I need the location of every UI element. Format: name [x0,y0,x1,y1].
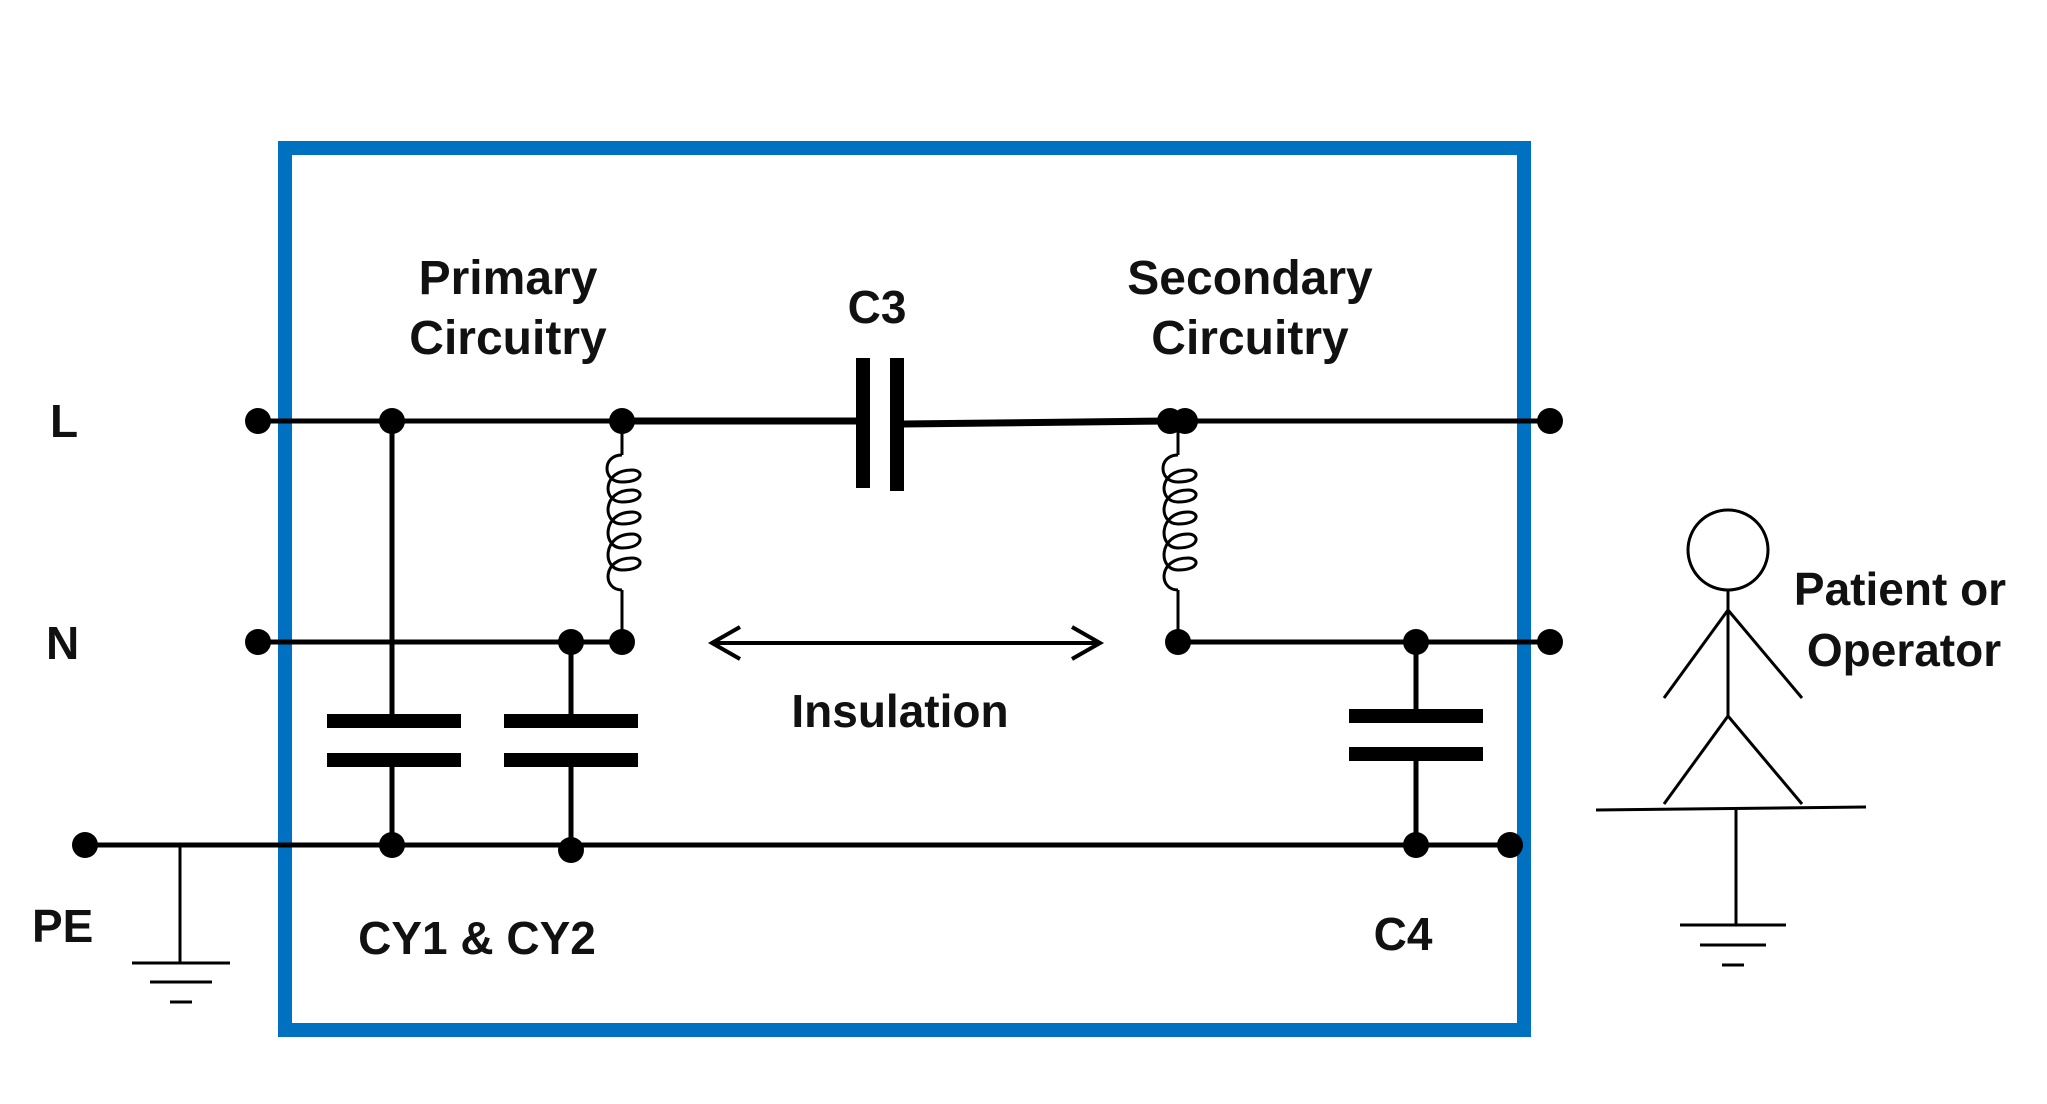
patient-figure-icon [1662,508,1804,805]
primary-circuitry-label-1: Primary [419,252,598,305]
cy1-capacitor [327,421,461,845]
patient-ground-icon [1680,923,1786,967]
c3-plate-left [856,358,870,488]
equipment-enclosure [278,141,1531,1037]
c3-right-wire [902,417,1171,428]
primary-circuitry-label-2: Circuitry [409,312,607,365]
insulation-label: Insulation [791,685,1008,737]
secondary-circuitry-label-1: Secondary [1127,252,1373,305]
insulation-arrow-icon [707,625,1105,661]
cy2-capacitor [504,642,638,850]
c4-label: C4 [1374,908,1433,960]
label-n: N [46,617,79,669]
c3-plate-right [890,358,904,491]
floor-line [1595,805,1867,812]
secondary-coil-icon [1161,421,1198,642]
label-l: L [50,395,78,447]
patient-operator-label-1: Patient or [1794,563,2006,615]
pe-ground-icon [132,961,230,1004]
junction-dots [72,408,1563,863]
primary-coil-icon [605,421,642,642]
secondary-circuitry-label-2: Circuitry [1151,312,1349,365]
label-pe: PE [32,900,93,952]
patient-operator-label-2: Operator [1807,624,2001,676]
c4-capacitor [1349,642,1483,845]
cy1-cy2-label: CY1 & CY2 [358,912,596,964]
c3-label: C3 [848,281,907,333]
